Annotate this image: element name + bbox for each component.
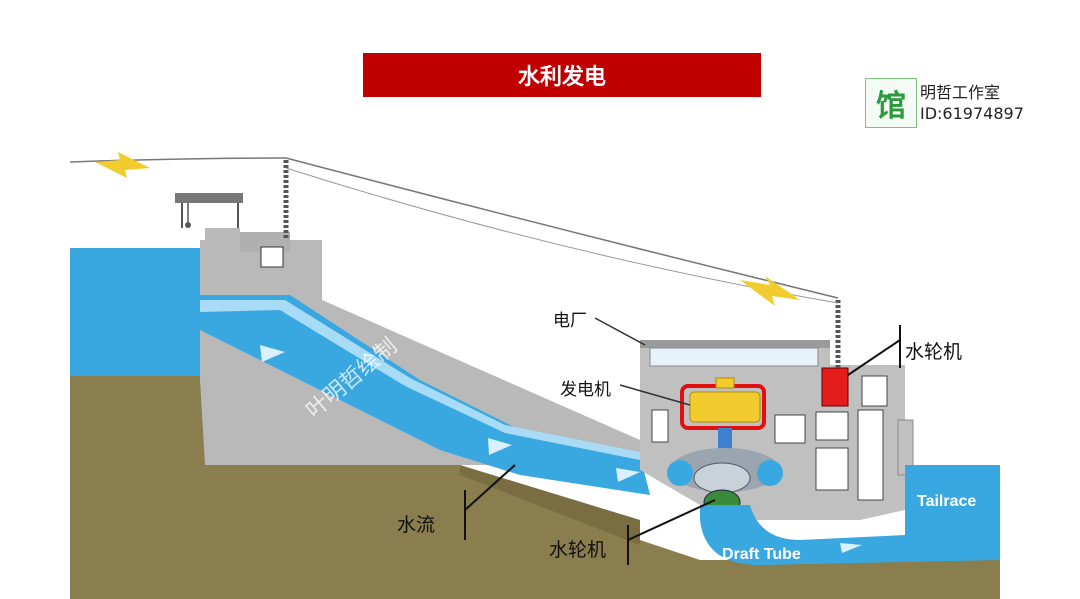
- leader-generator: [619, 384, 691, 406]
- leader-turbine-top: [847, 339, 901, 376]
- studio-name: 明哲工作室: [920, 83, 1001, 102]
- crane-hook: [185, 222, 191, 228]
- studio-badge-icon: 馆: [865, 78, 917, 128]
- studio-id: ID:61974897: [920, 104, 1024, 123]
- label-tailrace: Tailrace: [917, 493, 977, 510]
- label-draft-tube: Draft Tube: [722, 546, 801, 563]
- ground: [70, 375, 1000, 599]
- room-3: [857, 409, 884, 501]
- generator-cap: [715, 377, 735, 389]
- dam-top-block: [205, 228, 240, 242]
- lightning-icon-right: [740, 276, 800, 306]
- page-title: 水利发电: [363, 53, 761, 97]
- room-5: [861, 375, 888, 407]
- dam-inspection-window: [260, 246, 284, 268]
- turbine-control-block: [821, 367, 849, 407]
- label-turbine-bottom: 水轮机: [549, 539, 607, 561]
- power-line-span: [285, 157, 839, 299]
- power-line-left: [69, 157, 287, 163]
- leader-turbine-bottom: [627, 499, 716, 541]
- flow-arrow-1: [260, 345, 285, 362]
- label-turbine-top: 水轮机: [905, 341, 963, 363]
- room-1: [774, 414, 806, 444]
- dam: [200, 240, 640, 465]
- reservoir: [70, 248, 205, 376]
- crane-beam: [175, 193, 243, 203]
- lightning-icon-left: [95, 152, 150, 178]
- label-water-flow: 水流: [397, 514, 436, 536]
- turbine-water-right: [757, 460, 783, 486]
- turbine-water-left: [667, 460, 693, 486]
- label-generator: 发电机: [560, 380, 611, 400]
- draft-tube-water: [700, 505, 1000, 565]
- flow-arrow-3: [616, 468, 640, 482]
- flow-arrow-2: [488, 438, 512, 455]
- turbine-runner: [693, 462, 751, 494]
- label-power-plant: 电厂: [553, 311, 587, 331]
- tailrace-water: [905, 465, 1000, 510]
- room-4: [815, 447, 849, 491]
- leader-water-flow: [464, 464, 516, 511]
- flow-arrow-4: [840, 543, 862, 553]
- generator-body: [689, 391, 761, 423]
- penstock-highlight: [200, 300, 640, 460]
- powerhouse-ceiling: [649, 347, 819, 367]
- room-6: [651, 409, 669, 443]
- powerhouse-roof: [640, 340, 830, 348]
- leader-power-plant: [594, 317, 646, 346]
- room-2: [815, 411, 849, 441]
- studio-info: 明哲工作室 ID:61974897: [920, 82, 1024, 124]
- ground-slope: [460, 465, 640, 545]
